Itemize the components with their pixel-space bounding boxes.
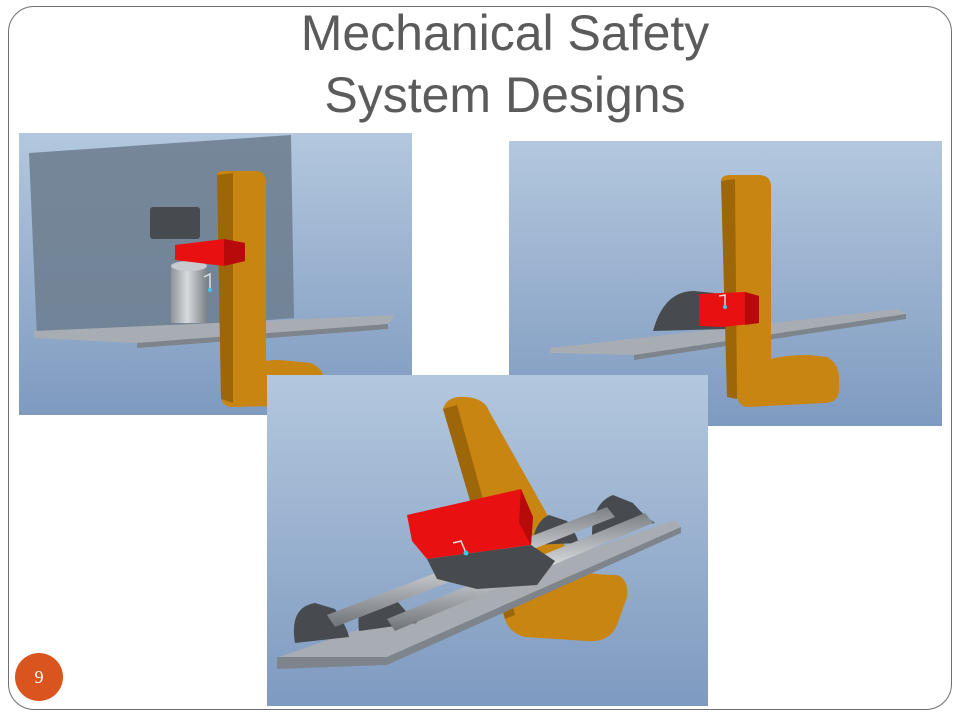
slide-title: Mechanical Safety System Designs (180, 2, 830, 126)
title-line-1: Mechanical Safety (300, 5, 710, 61)
cad-design-1-image (19, 133, 412, 415)
title-line-2: System Designs (324, 67, 686, 123)
page-number-badge: 9 (15, 653, 63, 701)
cad-design-3-image (267, 375, 708, 706)
